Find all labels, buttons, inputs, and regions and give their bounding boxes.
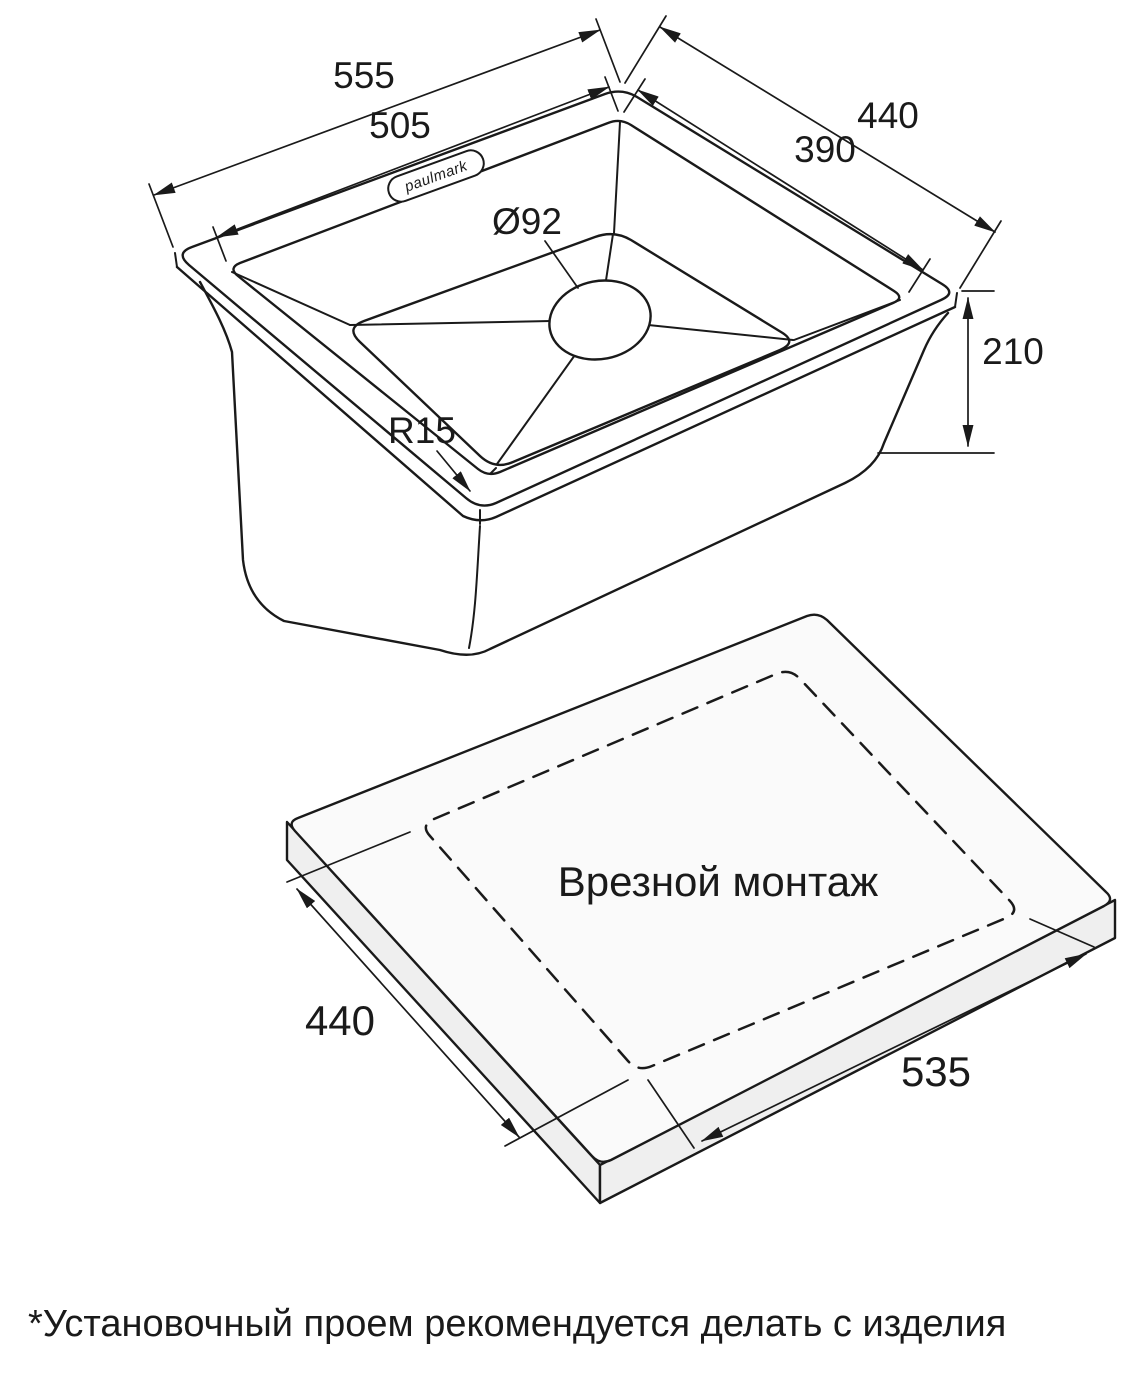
dimension-inner-width: 505 bbox=[212, 76, 619, 262]
drain-hole bbox=[548, 279, 652, 361]
bowl-bottom-edge bbox=[352, 232, 791, 467]
dimension-corner-radius: R15 bbox=[388, 410, 471, 492]
dim-label-drain: Ø92 bbox=[492, 201, 562, 242]
mount-type-label: Врезной монтаж bbox=[558, 858, 878, 905]
dimension-drain: Ø92 bbox=[492, 201, 579, 289]
dimension-cutout-depth: 440 bbox=[286, 831, 629, 1147]
dim-label-outer-depth: 440 bbox=[857, 95, 919, 136]
dim-label-height: 210 bbox=[982, 331, 1044, 372]
dim-label-corner-radius: R15 bbox=[388, 410, 456, 451]
footnote-text: *Установочный проем рекомендуется делать… bbox=[28, 1303, 1006, 1345]
cutout-dimensions: 440 535 bbox=[286, 831, 1095, 1149]
dim-label-inner-depth: 390 bbox=[794, 129, 856, 170]
countertop-view: Врезной монтаж bbox=[285, 613, 1117, 1205]
cutout-dashed-outline bbox=[424, 670, 1016, 1070]
dim-label-cutout-depth: 440 bbox=[305, 997, 375, 1044]
dimension-cutout-width: 535 bbox=[647, 918, 1095, 1149]
bowl-wall-edges bbox=[231, 121, 901, 475]
dimension-inner-depth: 390 bbox=[623, 78, 931, 293]
dim-label-outer-width: 555 bbox=[333, 55, 395, 96]
dim-label-inner-width: 505 bbox=[369, 105, 431, 146]
sink-dimensions: 555 505 440 390 bbox=[148, 15, 1044, 492]
sink-body-outline bbox=[198, 280, 950, 656]
rim-side-band-edges bbox=[174, 252, 958, 525]
sink-isometric-view: paulmark bbox=[174, 90, 958, 656]
bowl-slope-lines bbox=[349, 233, 794, 465]
sink-body-front-edge bbox=[468, 525, 481, 649]
dimension-height: 210 bbox=[877, 290, 1044, 454]
dim-label-cutout-width: 535 bbox=[901, 1048, 971, 1095]
